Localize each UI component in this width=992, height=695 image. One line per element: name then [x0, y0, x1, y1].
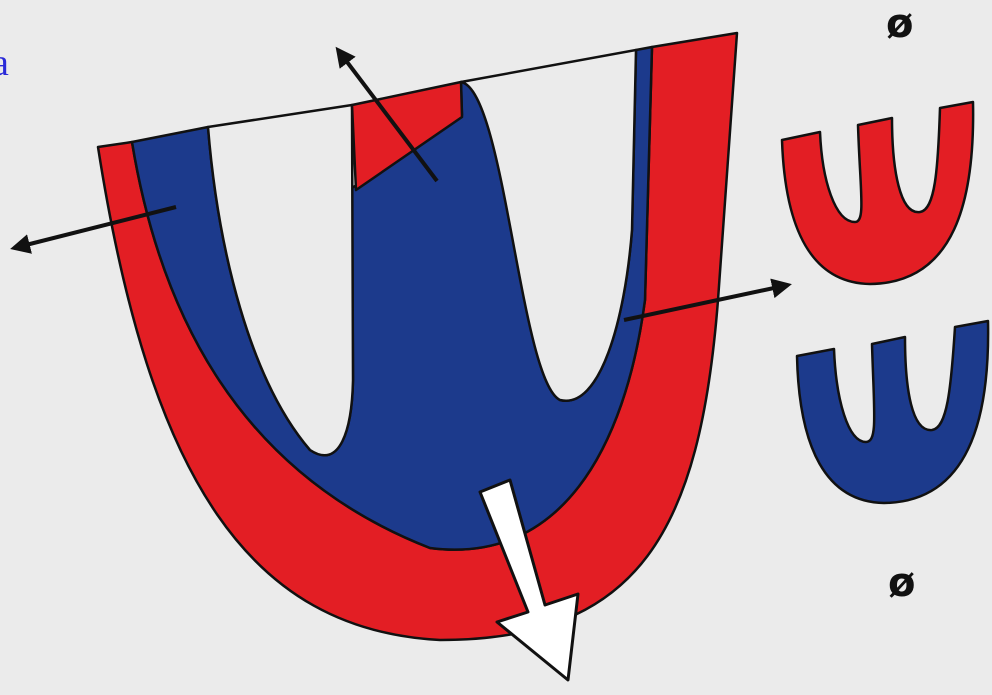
- small-u-red: [782, 102, 973, 284]
- corner-letter-label: a: [0, 44, 9, 82]
- empty-set-symbol-top: ø: [886, 4, 913, 44]
- small-u-blue: [797, 321, 988, 503]
- empty-set-symbol-bottom: ø: [888, 563, 915, 603]
